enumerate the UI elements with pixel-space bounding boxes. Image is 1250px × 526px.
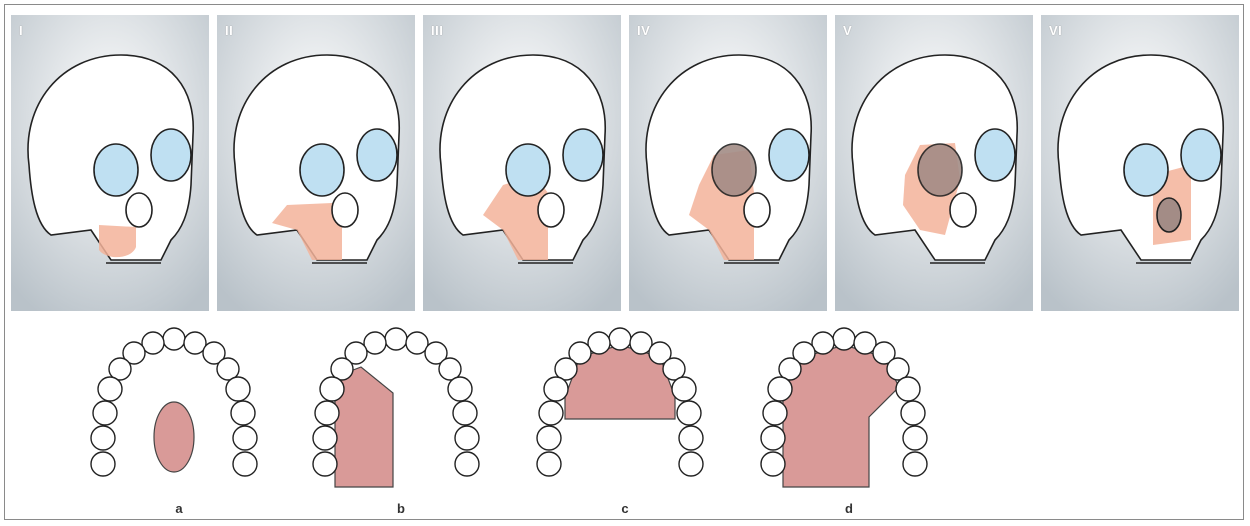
figure-frame: I II: [4, 4, 1244, 520]
arch-label: d: [839, 501, 859, 516]
dental-arch-c: [535, 327, 705, 497]
dental-arch-a: [89, 327, 259, 497]
dental-arch-d: [759, 327, 929, 497]
skull-illustration: [11, 15, 209, 311]
arch-label: b: [391, 501, 411, 516]
panel-label: VI: [1049, 23, 1062, 38]
skull-illustration: [835, 15, 1033, 311]
panel-label: II: [225, 23, 233, 38]
panel-II: II: [217, 15, 415, 311]
arch-label: c: [615, 501, 635, 516]
skull-illustration: [217, 15, 415, 311]
panel-V: V: [835, 15, 1033, 311]
skull-illustration: [629, 15, 827, 311]
arch-label: a: [169, 501, 189, 516]
panel-III: III: [423, 15, 621, 311]
panel-label: V: [843, 23, 852, 38]
panel-IV: IV: [629, 15, 827, 311]
panel-label: I: [19, 23, 23, 38]
panel-label: III: [431, 23, 443, 38]
panel-I: I: [11, 15, 209, 311]
panel-VI: VI: [1041, 15, 1239, 311]
panel-label: IV: [637, 23, 650, 38]
dental-arch-b: [311, 327, 481, 497]
skull-illustration: [423, 15, 621, 311]
skull-illustration: [1041, 15, 1239, 311]
